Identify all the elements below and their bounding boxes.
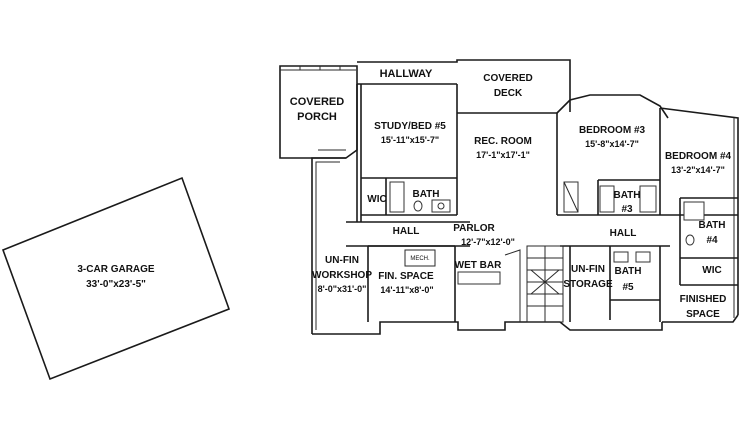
wet-bar-counter [457, 271, 501, 285]
bath3-label-1: BATH [613, 190, 640, 201]
exterior-walls [311, 59, 739, 335]
covered-porch-label-2: PORCH [297, 111, 337, 123]
parlor-dims: 12'-7"x12'-0" [461, 237, 515, 247]
garage-label: 3-CAR GARAGE [77, 264, 155, 275]
covered-porch-label-1: COVERED [290, 96, 344, 108]
tub-bath4 [683, 201, 705, 221]
rec-room-label: REC. ROOM [474, 136, 532, 147]
storage-label-1: UN-FIN [571, 264, 605, 275]
toilet-bath4 [685, 234, 695, 246]
finished-space-label-2: SPACE [686, 309, 720, 320]
storage-label-2: STORAGE [563, 279, 613, 290]
room-labels: 3-CAR GARAGE 33'-0"x23'-5" COVERED PORCH… [77, 68, 731, 320]
sink-bath5b [635, 251, 651, 263]
hallway-label: HALLWAY [380, 68, 433, 80]
bath4-label-2: #4 [706, 235, 718, 246]
wic-left-label: WIC [367, 194, 386, 205]
wic-right-label: WIC [702, 265, 721, 276]
bedroom4-label: BEDROOM #4 [665, 151, 732, 162]
stairs [504, 245, 564, 323]
covered-porch-outline [279, 65, 358, 159]
bath4-label-1: BATH [698, 220, 725, 231]
wet-bar-label: WET BAR [455, 260, 502, 271]
toilet-left [413, 200, 423, 212]
parlor-label: PARLOR [453, 223, 495, 234]
bedroom4-dims: 13'-2"x14'-7" [671, 165, 725, 175]
bath-left-label: BATH [412, 189, 439, 200]
bath5-label-2: #5 [622, 282, 634, 293]
hall-right-label: HALL [610, 228, 637, 239]
bedroom3-dims: 15'-8"x14'-7" [585, 139, 639, 149]
fin-space-label: FIN. SPACE [378, 271, 434, 282]
garage-outline [1, 176, 231, 381]
covered-deck-label-2: DECK [494, 88, 523, 99]
study-label: STUDY/BED #5 [374, 121, 446, 132]
study-dims: 15'-11"x15'-7" [381, 135, 439, 145]
workshop-label-1: UN-FIN [325, 255, 359, 266]
bedroom3-label: BEDROOM #3 [579, 125, 646, 136]
mech-label: MECH. [410, 256, 430, 262]
interior-walls [346, 84, 738, 322]
shower-bath3 [639, 185, 657, 213]
rec-room-dims: 17'-1"x17'-1" [476, 150, 530, 160]
bath5-label-1: BATH [614, 266, 641, 277]
bath3-label-2: #3 [621, 204, 633, 215]
tub-bath3 [599, 185, 615, 213]
garage-dims: 33'-0"x23'-5" [86, 279, 146, 290]
finished-space-label-1: FINISHED [680, 294, 727, 305]
fin-space-dims: 14'-11"x8'-0" [380, 285, 433, 295]
covered-deck-label-1: COVERED [483, 73, 532, 84]
workshop-dims: 8'-0"x31'-0" [318, 284, 367, 294]
fixtures [389, 181, 705, 285]
tub-left [389, 181, 405, 213]
hall-left-label: HALL [393, 226, 420, 237]
workshop-label-2: WORKSHOP [312, 270, 372, 281]
sink-bath5 [613, 251, 629, 263]
